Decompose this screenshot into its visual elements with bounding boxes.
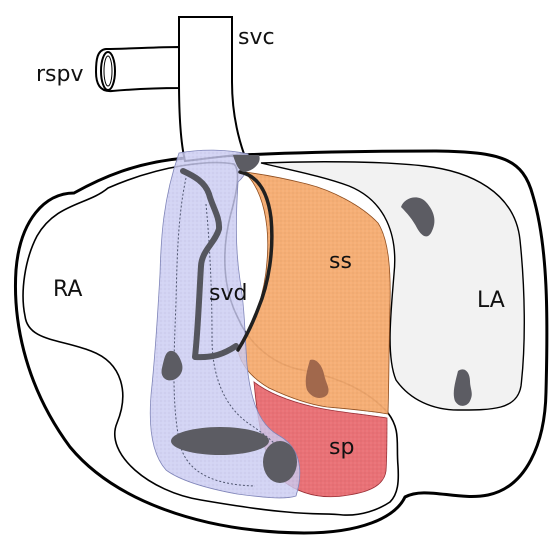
label-rspv: rspv (36, 62, 84, 87)
svd-mark-bottom-right (263, 441, 297, 483)
label-ss: ss (329, 249, 352, 274)
label-svc: svc (238, 25, 275, 50)
pulmonary-vein-opening (101, 52, 115, 90)
label-ra: RA (53, 277, 82, 302)
superior-vena-cava (179, 17, 244, 161)
label-la: LA (477, 288, 505, 313)
svd-mark-bottom-left (171, 427, 269, 455)
label-svd: svd (209, 281, 247, 306)
label-sp: sp (329, 435, 354, 460)
